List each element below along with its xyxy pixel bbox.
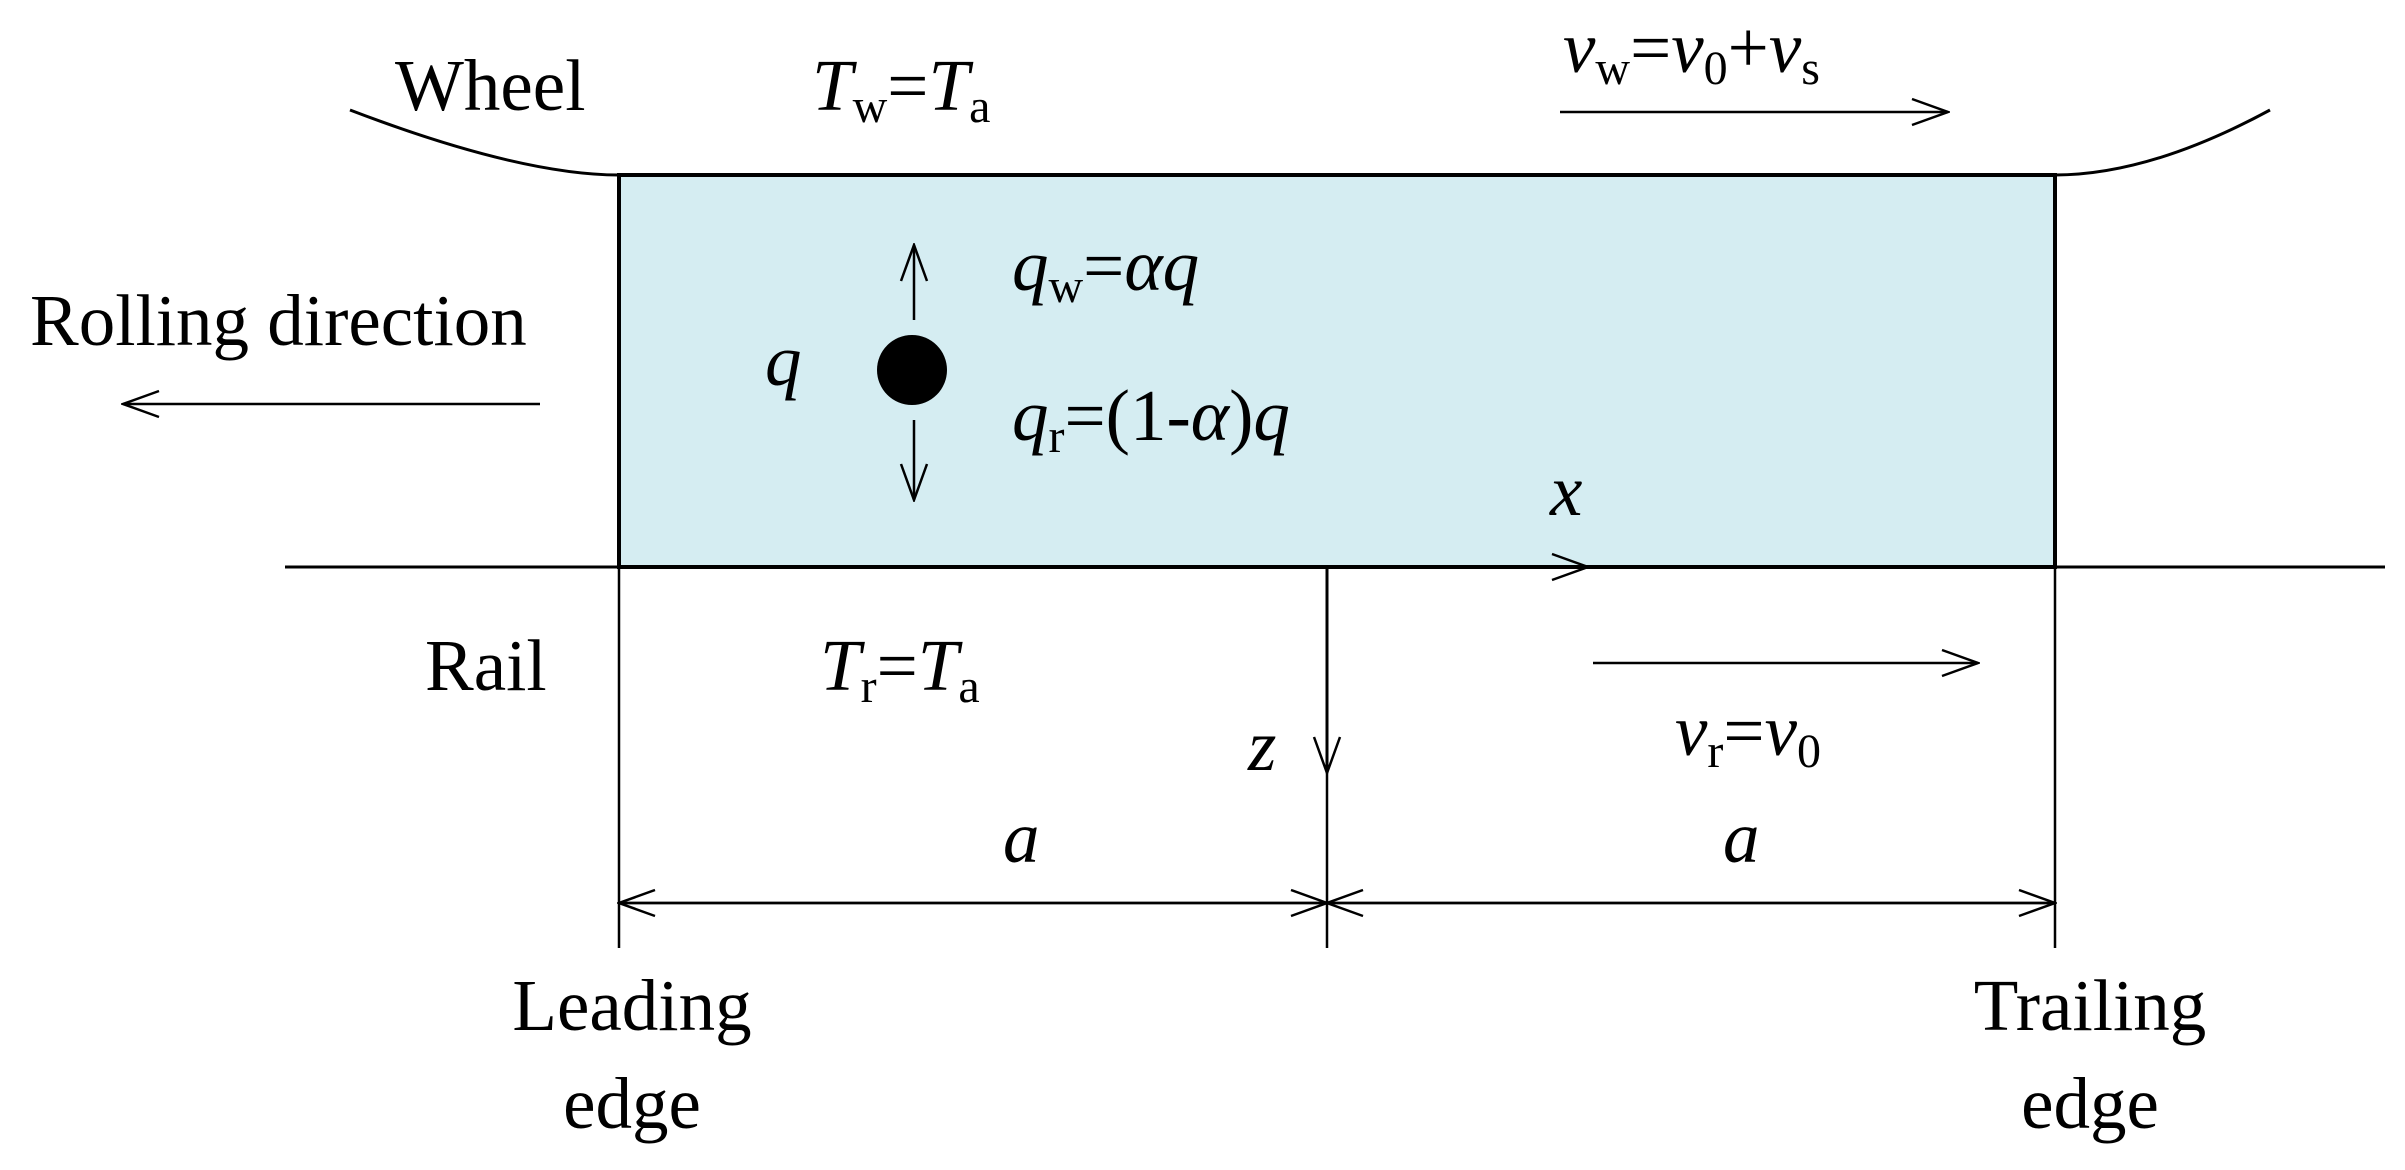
dimension-a-right: a xyxy=(1723,797,1760,878)
contact-zone xyxy=(617,173,2057,569)
heat-source-dot xyxy=(877,335,947,405)
wheel-velocity: vw=v0+vs xyxy=(1563,7,1820,95)
rail-temperature: Tr=Ta xyxy=(820,625,980,713)
rail-heat-partition: qr=(1-α)q xyxy=(1012,375,1290,463)
trailing-edge-label: Trailing xyxy=(1974,965,2207,1046)
z-axis-label: z xyxy=(1247,705,1276,786)
wheel-heat-partition: qw=αq xyxy=(1012,225,1199,313)
leading-edge-label: Leading xyxy=(512,965,751,1046)
rail-velocity: vr=v0 xyxy=(1675,690,1821,778)
leading-edge-label-line2: edge xyxy=(563,1063,701,1144)
heat-q-label: q xyxy=(765,320,802,401)
wheel-temperature: Tw=Ta xyxy=(812,45,990,133)
wheel-label: Wheel xyxy=(395,45,585,126)
x-axis-label: x xyxy=(1549,450,1582,531)
rolling-direction-label: Rolling direction xyxy=(30,280,527,361)
wheel-profile-left xyxy=(349,108,620,177)
rail-label: Rail xyxy=(425,625,547,706)
trailing-edge-label-line2: edge xyxy=(2021,1063,2159,1144)
dimension-a-left: a xyxy=(1003,797,1040,878)
wheel-profile-right xyxy=(2054,108,2271,177)
